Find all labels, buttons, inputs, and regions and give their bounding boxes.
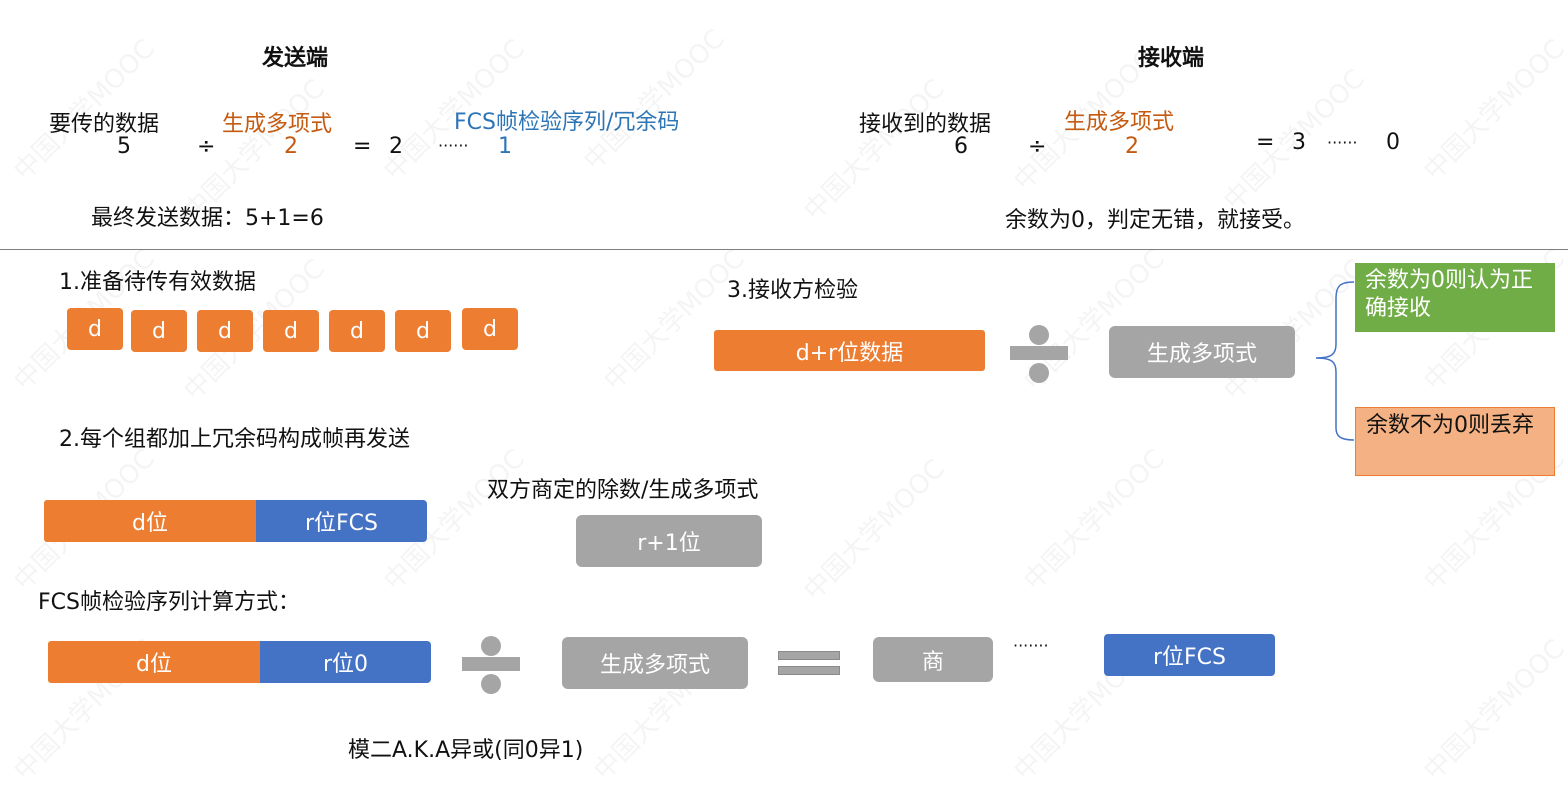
calc-d-box: d位	[48, 641, 260, 683]
watermark: 中国大学MOOC	[1414, 630, 1568, 787]
r-plus-1-box: r+1位	[576, 515, 762, 567]
equals-icon	[778, 651, 840, 677]
brace-icon	[1315, 281, 1355, 441]
receiver-divisor: 2	[1125, 134, 1139, 159]
data-block: d	[263, 310, 319, 352]
step1-title: 1.准备待传有效数据	[59, 270, 256, 295]
mod2-note: 模二A.K.A异或(同0异1)	[348, 738, 584, 763]
watermark: 中国大学MOOC	[594, 240, 751, 397]
step3-poly-box: 生成多项式	[1109, 326, 1295, 378]
receiver-equals: =	[1256, 130, 1275, 155]
receiver-result: 余数为0，判定无错，就接受。	[1005, 208, 1305, 233]
data-block: d	[395, 310, 451, 352]
step2-title: 2.每个组都加上冗余码构成帧再发送	[59, 427, 410, 452]
divide-icon	[462, 636, 520, 694]
watermark: 中国大学MOOC	[1014, 440, 1171, 597]
discard-result-box: 余数不为0则丢弃	[1355, 407, 1555, 476]
data-block: d	[67, 308, 123, 350]
section-divider	[0, 249, 1568, 250]
data-block: d	[462, 308, 518, 350]
quotient-box: 商	[873, 637, 993, 682]
agreed-divisor-label: 双方商定的除数/生成多项式	[487, 478, 759, 503]
calc-poly-box: 生成多项式	[562, 637, 748, 689]
receiver-quotient: 3	[1292, 130, 1306, 155]
sender-equals: =	[353, 134, 372, 159]
sender-fcs-label: FCS帧检验序列/冗余码	[454, 110, 680, 135]
sender-divisor: 2	[284, 134, 298, 159]
sender-dividend: 5	[117, 134, 131, 159]
divide-icon	[1010, 325, 1068, 383]
sender-remainder: 1	[498, 134, 512, 159]
sender-final: 最终发送数据：5+1=6	[91, 206, 324, 231]
data-block: d	[197, 310, 253, 352]
calc-dots: ·······	[1013, 636, 1049, 655]
receiver-remainder: 0	[1386, 130, 1400, 155]
calc-r0-box: r位0	[260, 641, 431, 683]
watermark: 中国大学MOOC	[794, 70, 951, 227]
sender-divide-sign: ÷	[197, 134, 216, 159]
receiver-divide-sign: ÷	[1028, 134, 1047, 159]
ok-result-box: 余数为0则认为正确接收	[1355, 263, 1555, 332]
step2-d-box: d位	[44, 500, 256, 542]
sender-dots: ······	[438, 136, 469, 155]
receiver-data-label: 接收到的数据	[859, 112, 992, 137]
step3-title: 3.接收方检验	[727, 278, 858, 303]
data-block: d	[329, 310, 385, 352]
receiver-poly-label: 生成多项式	[1064, 110, 1175, 135]
dr-data-box: d+r位数据	[714, 330, 985, 371]
watermark: 中国大学MOOC	[574, 20, 731, 177]
watermark: 中国大学MOOC	[1414, 30, 1568, 187]
sender-title: 发送端	[262, 46, 329, 71]
data-block: d	[131, 310, 187, 352]
fcs-calc-title: FCS帧检验序列计算方式：	[38, 590, 300, 615]
sender-poly-label: 生成多项式	[222, 112, 333, 137]
calc-r-fcs-box: r位FCS	[1104, 634, 1275, 676]
receiver-title: 接收端	[1138, 46, 1205, 71]
watermark: 中国大学MOOC	[794, 450, 951, 607]
receiver-dots: ······	[1327, 133, 1358, 152]
sender-quotient: 2	[389, 134, 403, 159]
receiver-dividend: 6	[954, 134, 968, 159]
sender-data-label: 要传的数据	[49, 112, 160, 137]
step2-r-fcs-box: r位FCS	[256, 500, 427, 542]
